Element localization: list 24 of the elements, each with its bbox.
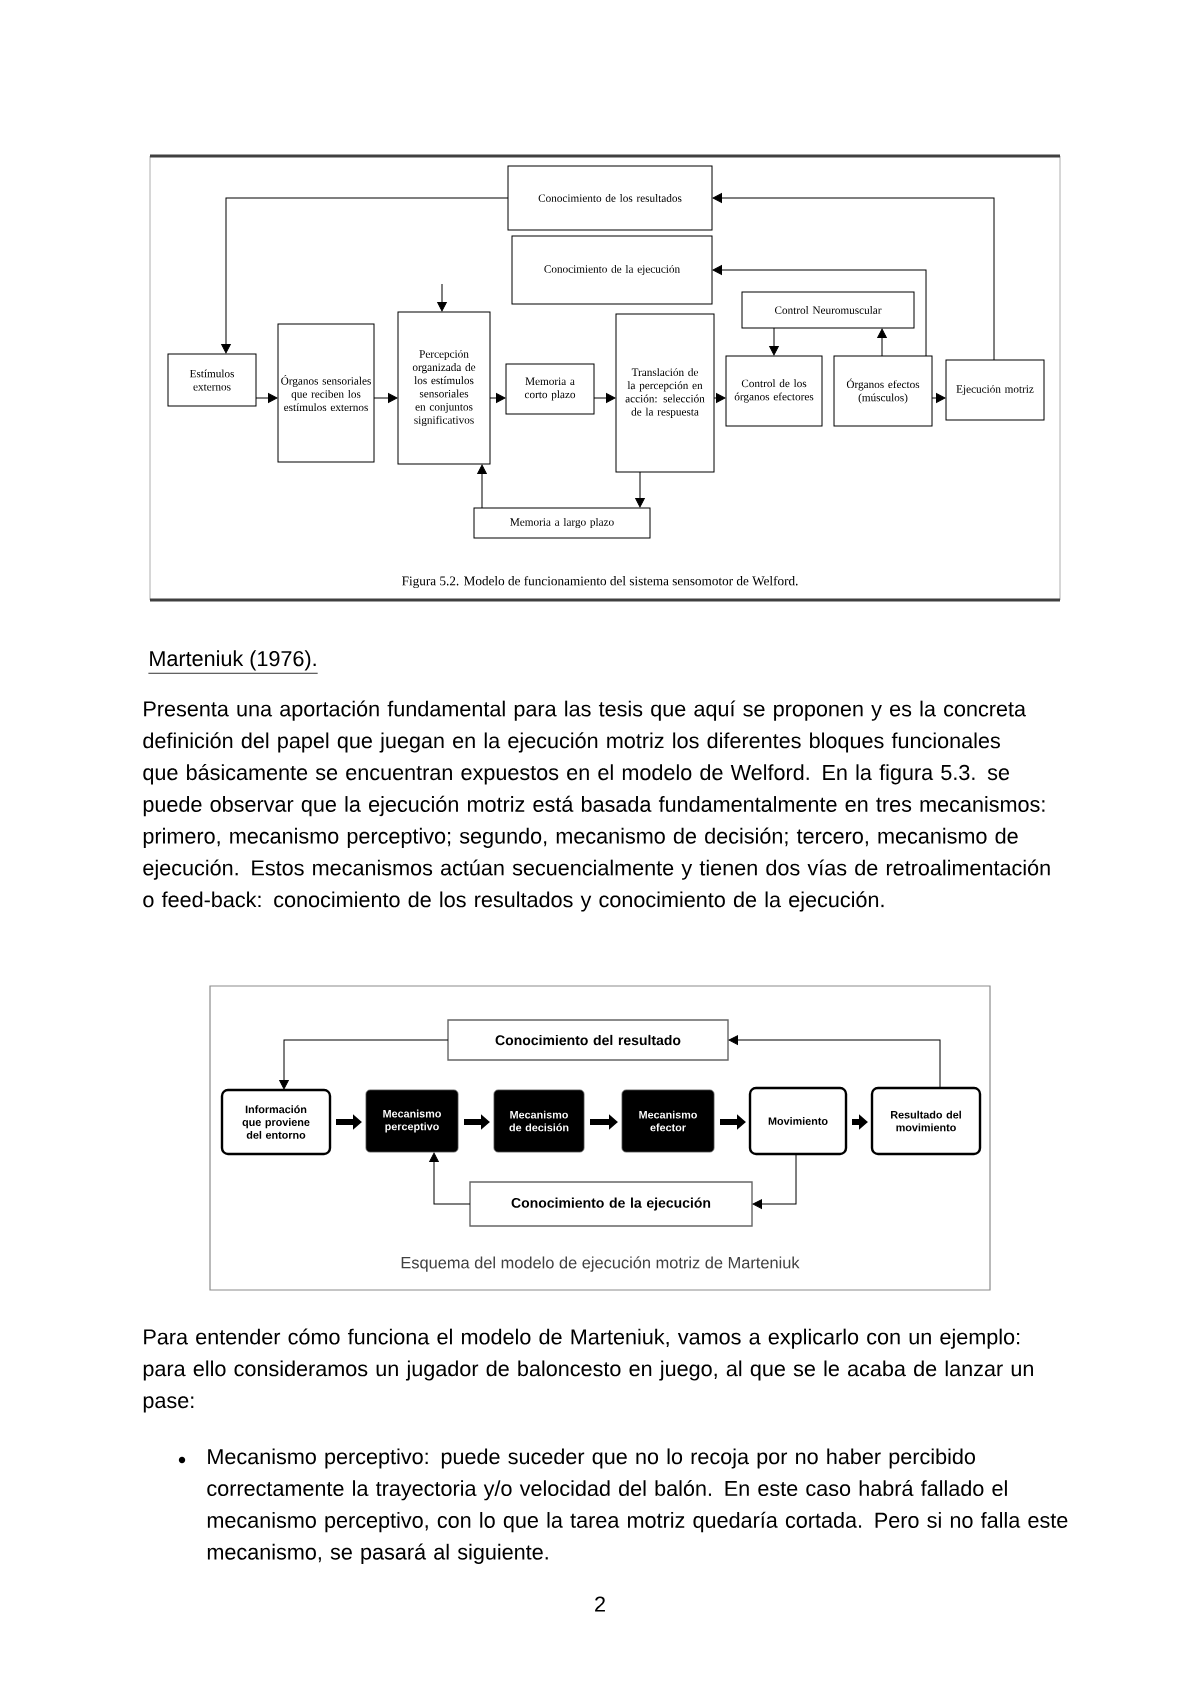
- arrow: [769, 327, 779, 356]
- figure-caption: Esquema del modelo de ejecución motriz de Marteniuk: [401, 1256, 800, 1272]
- arrow: [437, 283, 447, 312]
- bullet-item: Mecanismo perceptivo: puede suceder que no lo recoja por no haber percibido correctamente la trayectoria y/o velocidad del balón. En este caso habrá fallado el mecanismo perceptivo, con lo que la tarea motriz quedaría cortada. Pero si no falla este mecanismo, se pasará al siguiente.: [178, 1448, 1068, 1564]
- arrow: [279, 1039, 449, 1090]
- arrow: [931, 393, 946, 403]
- arrow: [713, 393, 726, 403]
- arrow: [712, 265, 927, 357]
- body-paragraph: Para entender cómo funciona el modelo de Marteniuk, vamos a explicarlo con un ejemplo: para ello consideramos un jugador de baloncesto en juego, al que se le acaba de lanzar un pase:: [143, 1328, 1033, 1413]
- arrow: [752, 1153, 797, 1209]
- arrow: [877, 328, 887, 357]
- arrow: [728, 1035, 941, 1089]
- section-heading: Marteniuk (1976).: [148, 650, 319, 674]
- arrow: [489, 393, 506, 403]
- arrow: [593, 393, 616, 403]
- page-number: 2: [595, 1596, 605, 1612]
- arrow: [373, 393, 398, 403]
- arrow: [712, 193, 995, 361]
- body-paragraph: Presenta una aportación fundamental para las tesis que aquí se proponen y es la concreta definición del papel que juegan en la ejecución motriz los diferentes bloques funcionales que básicamente se encuentran expuestos en el modelo de Welford. En la figura 5.3. se puede observar que la ejecución motriz está basada fundamentalmente en tres mecanismos: primero, mecanismo perceptivo; segundo, mecanismo de decisión; tercero, mecanismo de ejecución. Estos mecanismos actúan secuencialmente y tienen dos vías de retroalimentación o feed-back: conocimiento de los resultados y conocimiento de la ejecución.: [143, 700, 1050, 912]
- arrow: [255, 393, 278, 403]
- arrow: [221, 197, 509, 354]
- arrow: [477, 464, 487, 509]
- arrow: [429, 1152, 471, 1205]
- arrow: [635, 471, 645, 508]
